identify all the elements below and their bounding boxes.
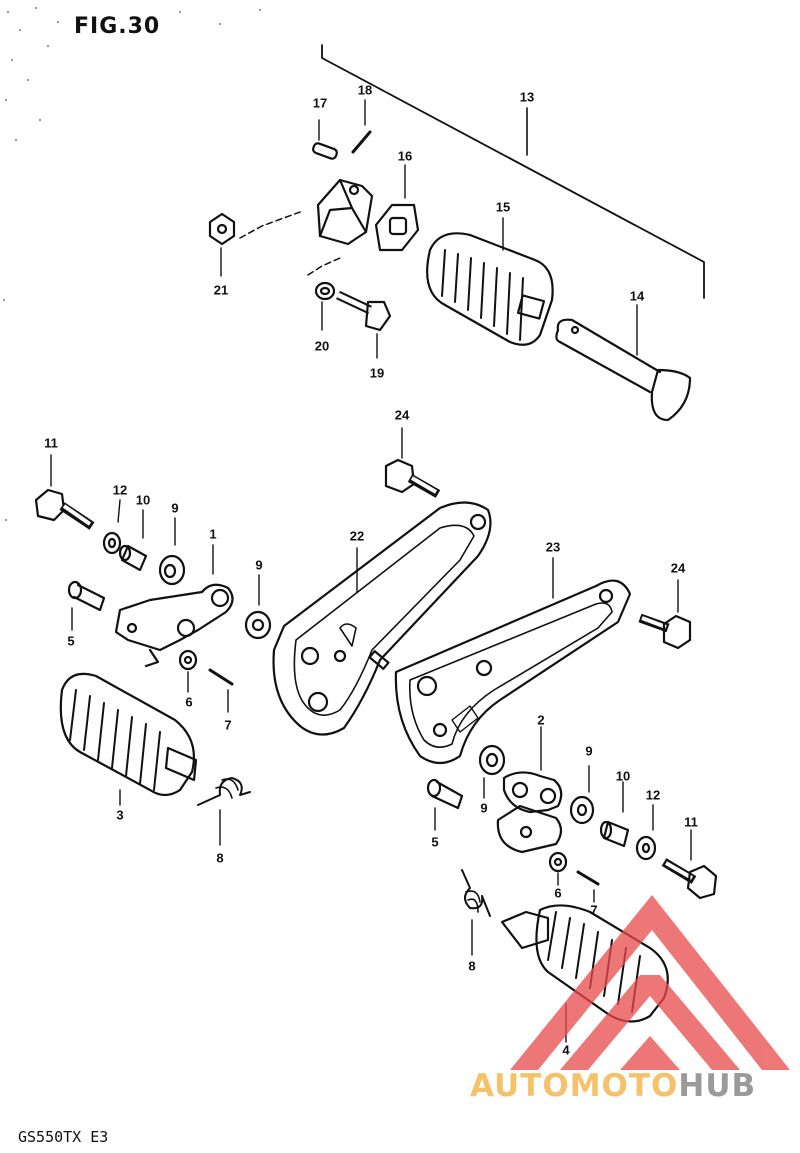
callout-9-right-a: 9 (585, 743, 593, 759)
left-footrest-assembly (34, 454, 272, 846)
watermark-text: AUTOMOTOHUB (470, 1068, 756, 1104)
callout-6-right: 6 (554, 885, 562, 901)
pin-17 (312, 119, 338, 160)
bracket-23 (394, 557, 632, 765)
callout-6-left: 6 (185, 694, 193, 710)
footrest-arm-1 (114, 544, 234, 668)
cotter-pin-7-left (208, 668, 234, 713)
plate-16 (374, 164, 420, 252)
callout-5-left: 5 (67, 633, 75, 649)
callout-7-left: 7 (224, 717, 232, 733)
callout-11-left: 11 (44, 435, 58, 451)
washer-6-left (178, 649, 198, 693)
callout-2: 2 (537, 712, 545, 728)
rear-footrest-assembly-13 (208, 44, 705, 422)
spring-8-right (461, 869, 491, 956)
callout-5-right: 5 (431, 834, 439, 850)
collar-10-left (118, 509, 148, 572)
footrest-rubber-15 (426, 217, 554, 346)
callout-11-right: 11 (684, 814, 698, 830)
cotter-pin-18 (351, 99, 372, 154)
callout-15: 15 (495, 199, 511, 215)
model-code: GS550TX E3 (18, 1128, 109, 1146)
callout-20: 20 (314, 338, 330, 354)
callout-13: 13 (519, 89, 535, 105)
callout-9-right-b: 9 (480, 800, 488, 816)
callout-22: 22 (349, 528, 365, 544)
callout-23: 23 (545, 539, 561, 555)
washer-12-left (102, 499, 122, 555)
bracket-22 (272, 501, 492, 736)
callout-12-right: 12 (645, 787, 661, 803)
callout-9-left-b: 9 (255, 557, 263, 573)
watermark-part-2: HUB (678, 1068, 757, 1104)
callout-1: 1 (209, 526, 217, 542)
watermark-part-1: AUTOMOTO (470, 1068, 679, 1104)
bolt-11-right (661, 829, 718, 900)
footrest-rubber-3 (59, 672, 198, 806)
callout-12-left: 12 (112, 482, 128, 498)
callout-7-right: 7 (590, 902, 598, 918)
callout-8-right: 8 (468, 958, 476, 974)
callout-9-left-a: 9 (171, 500, 179, 516)
washer-6-right (548, 851, 568, 886)
pin-5-right (426, 778, 464, 831)
callout-17: 17 (312, 95, 328, 111)
bolt-19 (336, 290, 392, 359)
callout-4: 4 (562, 1042, 570, 1058)
right-footrest-assembly (426, 726, 718, 1043)
bushing-9-left-b (244, 574, 272, 640)
callout-8-left: 8 (216, 850, 224, 866)
collar-10-right (599, 781, 630, 848)
callout-14: 14 (629, 288, 645, 304)
watermark-logo-icon (510, 895, 790, 1070)
callout-18: 18 (357, 82, 373, 98)
bolt-24-right (638, 579, 692, 650)
spring-8-left (197, 777, 251, 846)
callout-10-left: 10 (135, 492, 151, 508)
callout-24-right: 24 (670, 560, 686, 576)
figure-title: FIG.30 (74, 14, 161, 39)
footrest-brackets (272, 427, 692, 765)
washer-12-right (635, 804, 657, 861)
bushing-9-right-a (478, 744, 506, 799)
nut-21 (208, 211, 301, 277)
cotter-pin-7-right (576, 870, 600, 903)
bushing-9-right-b (569, 765, 595, 825)
footrest-bar-14 (555, 304, 692, 422)
callout-19: 19 (369, 365, 385, 381)
washer-20 (307, 257, 341, 331)
callout-24-top: 24 (394, 407, 410, 423)
bolt-11-left (34, 454, 95, 530)
bushing-9-left (158, 517, 186, 586)
bolt-24-top (384, 427, 441, 498)
callout-10-right: 10 (615, 768, 631, 784)
pin-5-left (67, 580, 106, 631)
footrest-bracket (316, 178, 374, 246)
footrest-rubber-4 (500, 904, 669, 1043)
scan-noise (3, 7, 261, 521)
callout-16: 16 (397, 148, 413, 164)
callout-21: 21 (213, 282, 229, 298)
callout-3: 3 (116, 807, 124, 823)
footrest-arm-2 (496, 726, 563, 854)
